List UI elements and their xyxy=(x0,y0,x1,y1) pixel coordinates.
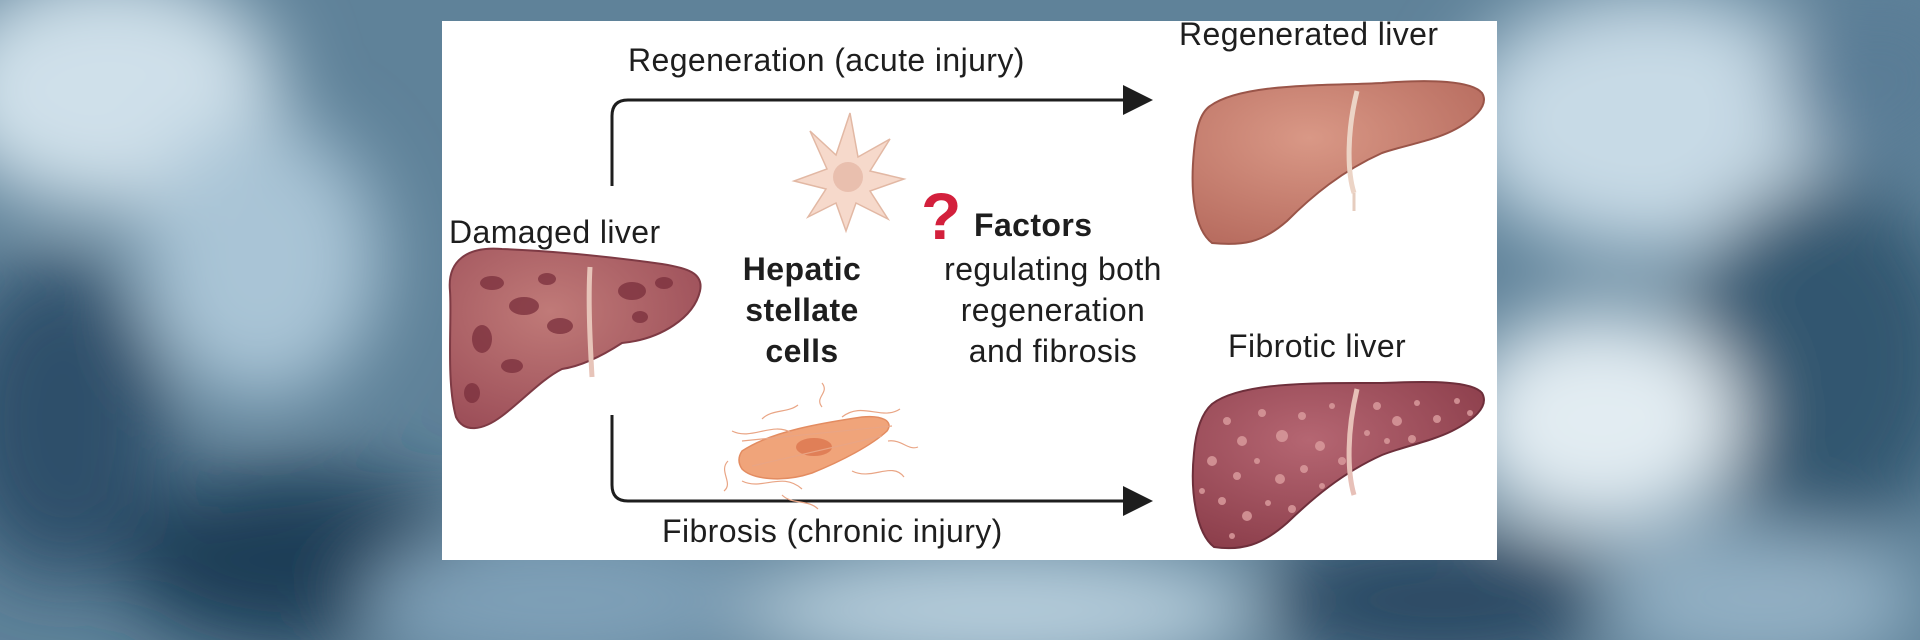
regeneration-arrow xyxy=(610,85,1153,186)
regenerated-liver-label: Regenerated liver xyxy=(1179,16,1439,52)
fibrotic-liver-illustration xyxy=(1191,381,1485,550)
hsc-line-3: cells xyxy=(765,333,839,369)
factors-description: regulating both regeneration and fibrosi… xyxy=(908,249,1198,372)
regenerated-liver-illustration xyxy=(1191,80,1485,245)
hsc-line-2: stellate xyxy=(745,292,859,328)
fibrotic-liver-label: Fibrotic liver xyxy=(1228,328,1407,364)
factors-line-1: regulating both xyxy=(944,251,1162,287)
question-mark-icon: ? xyxy=(921,179,962,253)
hepatic-stellate-cells-label: Hepatic stellate cells xyxy=(722,249,882,372)
diagram-panel: Regeneration (acute injury) Fibrosis (ch… xyxy=(442,16,1497,560)
damaged-liver-illustration xyxy=(448,247,702,430)
diagram-artwork xyxy=(448,80,1485,550)
factors-line-3: and fibrosis xyxy=(968,333,1138,369)
activated-stellate-cell-icon xyxy=(723,382,919,510)
fibrosis-path-label: Fibrosis (chronic injury) xyxy=(662,513,1003,549)
fibrosis-arrow xyxy=(610,415,1153,516)
factors-title: Factors xyxy=(974,207,1093,243)
quiescent-stellate-cell-icon xyxy=(791,112,907,234)
hsc-line-1: Hepatic xyxy=(742,251,862,287)
damaged-liver-label: Damaged liver xyxy=(449,214,661,250)
regeneration-path-label: Regeneration (acute injury) xyxy=(628,42,1025,78)
factors-line-2: regeneration xyxy=(960,292,1146,328)
